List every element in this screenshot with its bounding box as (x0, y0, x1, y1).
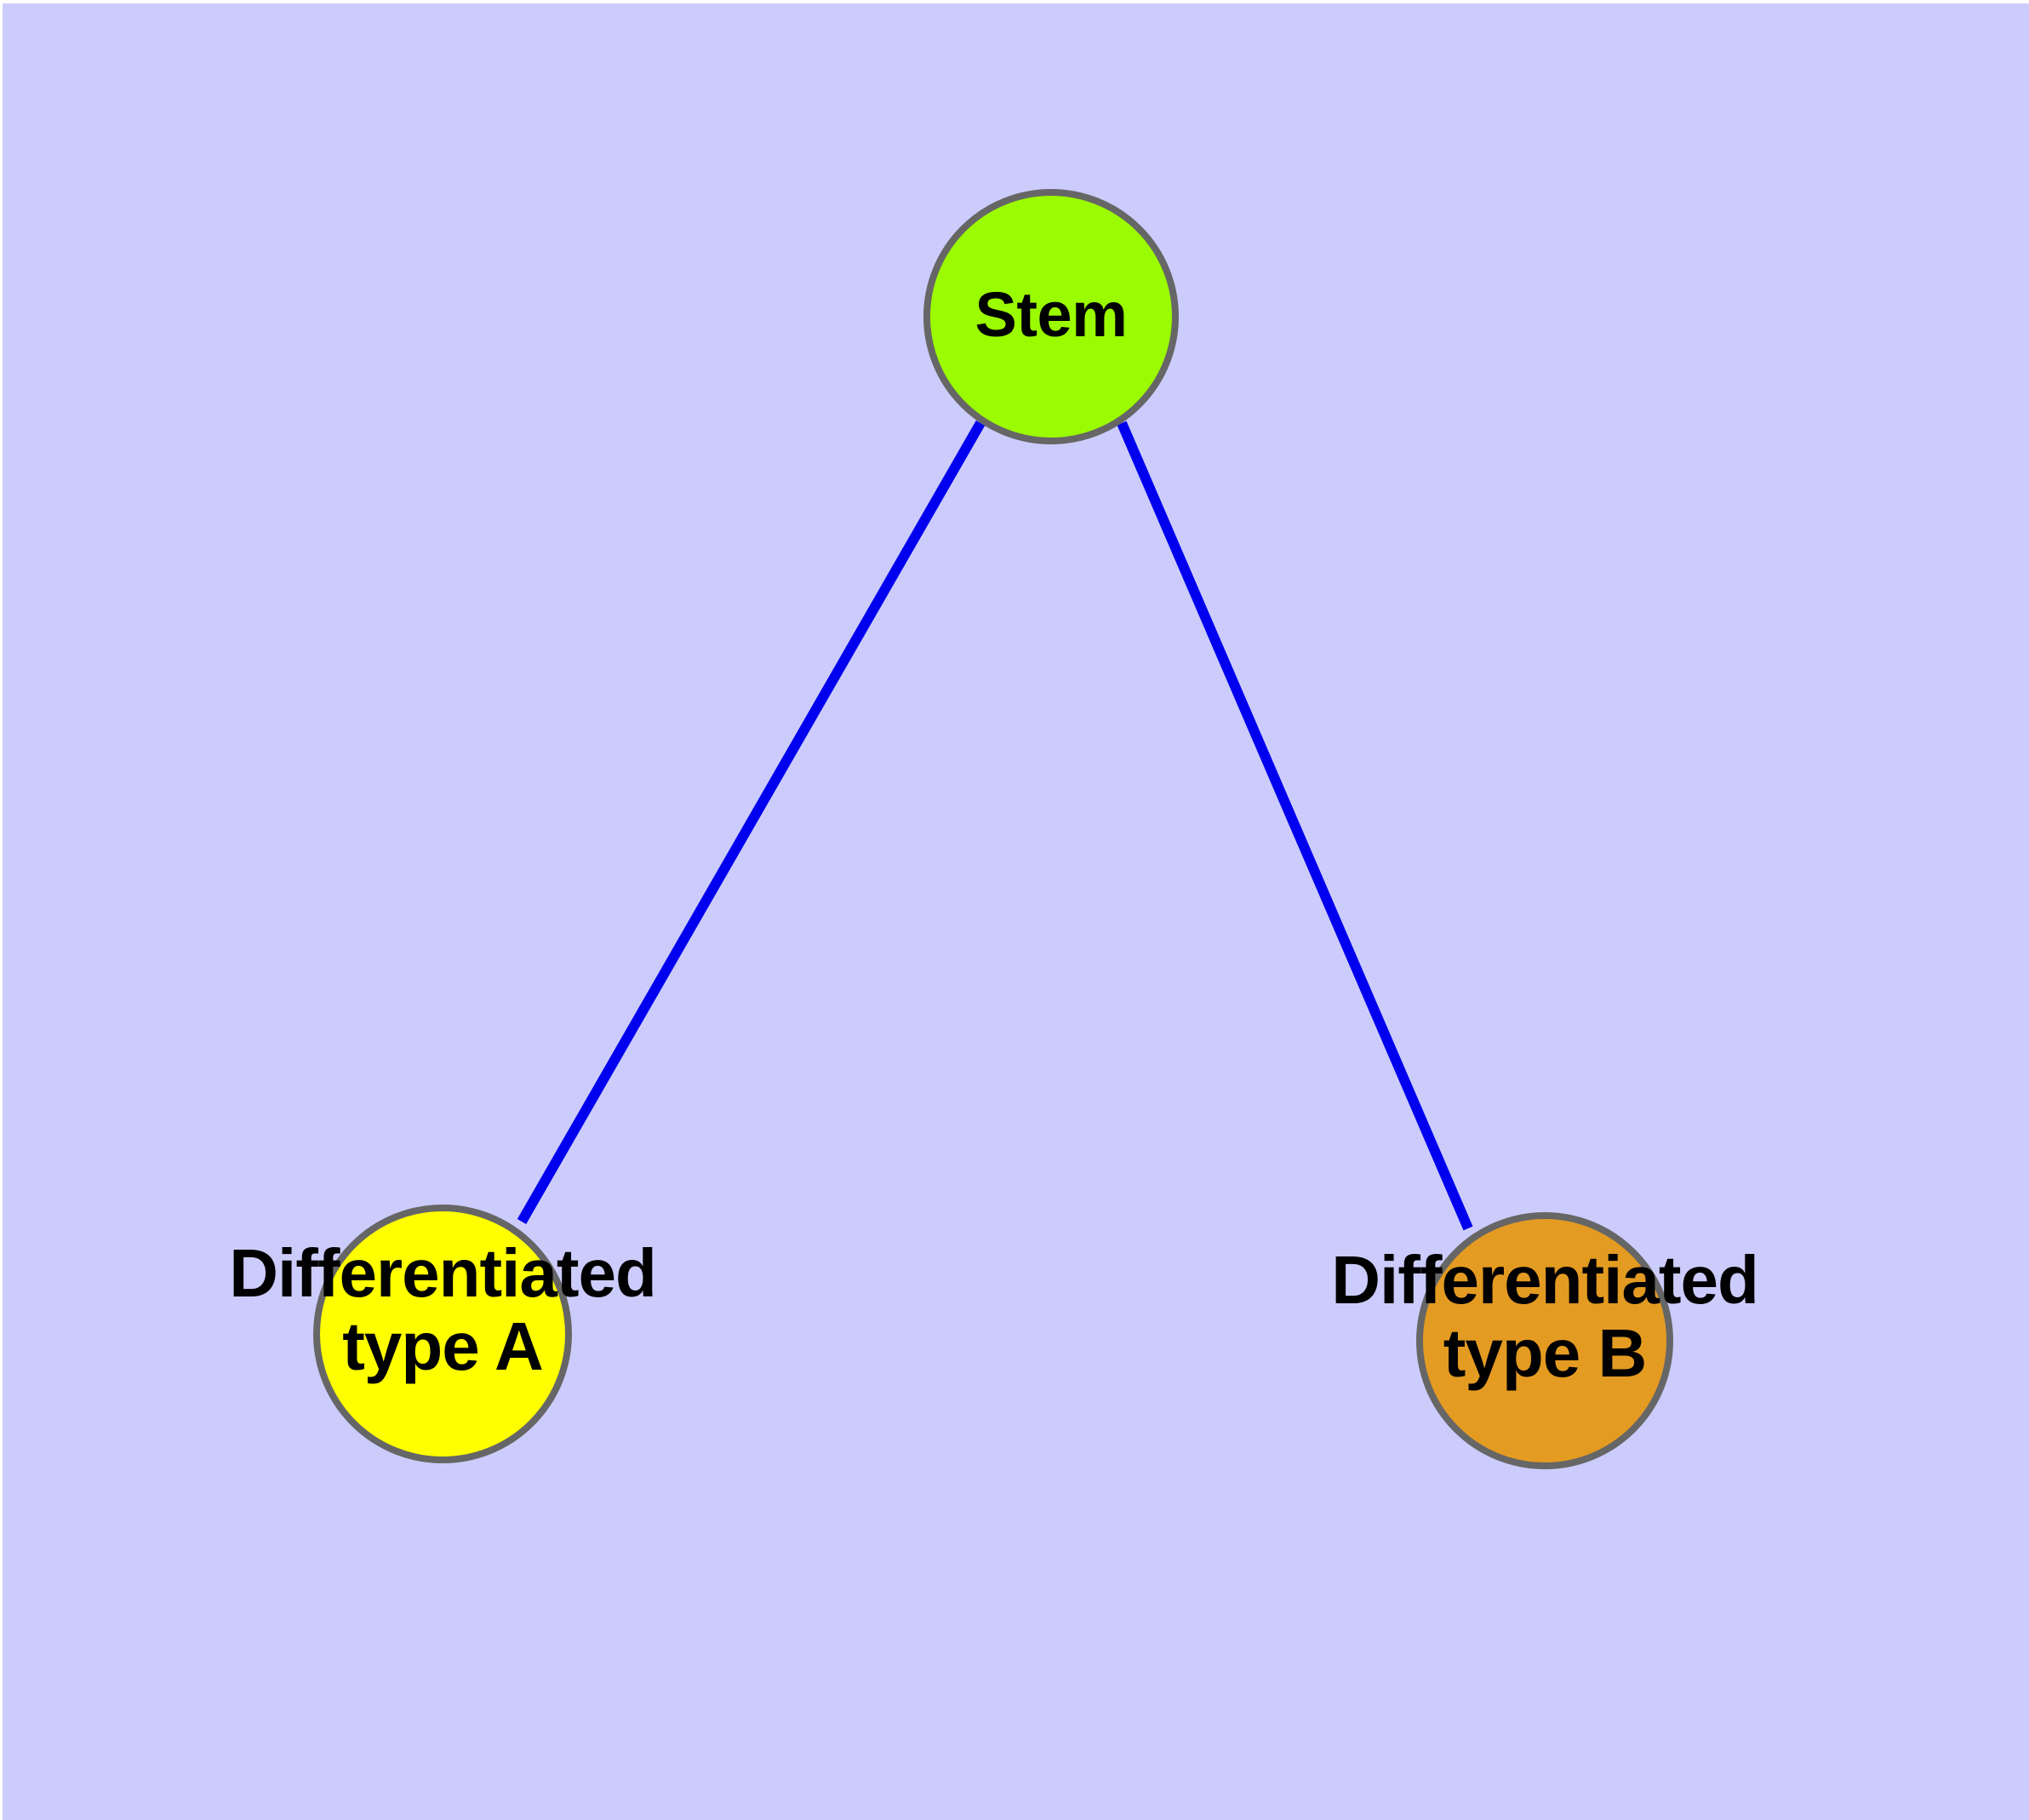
node-layer (313, 189, 1673, 1469)
node-differentiated-type-a-circle[interactable] (313, 1205, 572, 1463)
edge-layer (517, 421, 1473, 1231)
edge-stem-to-differentiated-type-a[interactable] (517, 421, 986, 1224)
node-stem-circle[interactable] (923, 189, 1179, 444)
edge-stem-to-differentiated-type-b[interactable] (1117, 421, 1473, 1231)
node-differentiated-type-b-circle[interactable] (1416, 1212, 1673, 1469)
